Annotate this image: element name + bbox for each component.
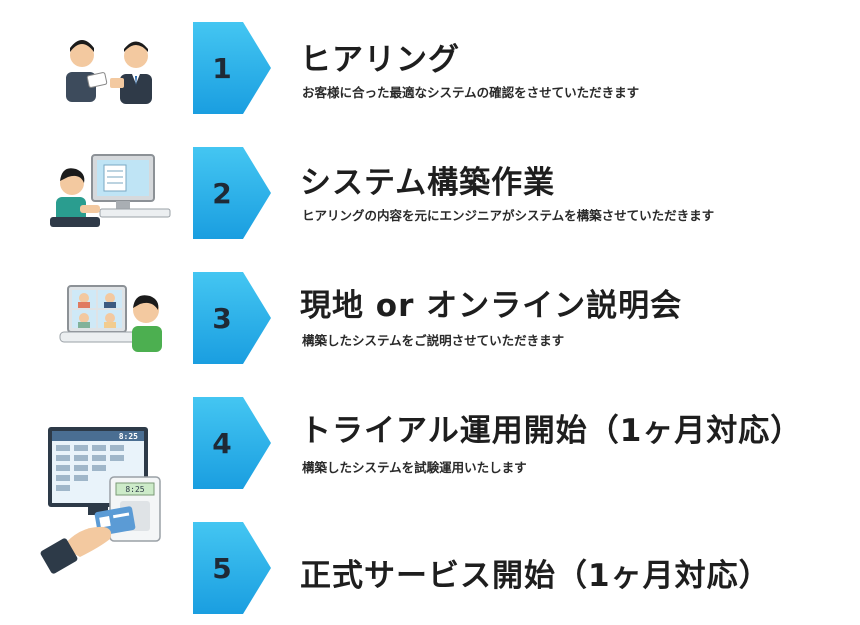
step-description: 構築したシステムをご説明させていただきます xyxy=(302,333,565,348)
step-number-badge: 2 xyxy=(193,147,271,239)
step-number: 1 xyxy=(212,51,232,85)
business-meeting-illustration xyxy=(40,22,180,114)
step-title: トライアル運用開始（1ヶ月対応） xyxy=(300,413,803,449)
step-number-badge: 1 xyxy=(193,22,271,114)
step-number: 4 xyxy=(212,426,232,460)
step-number: 3 xyxy=(212,301,232,335)
step-title: システム構築作業 xyxy=(300,165,556,201)
timecard-system-illustration: 8:25 8:25 xyxy=(40,397,190,577)
online-meeting-illustration xyxy=(40,272,180,364)
step-4: 8:25 8:25 4 トライアル運用開始 xyxy=(0,397,860,574)
step-number: 2 xyxy=(212,176,232,210)
computer-work-illustration xyxy=(40,147,180,239)
step-title: 現地 or オンライン説明会 xyxy=(300,288,683,324)
step-title: ヒアリング xyxy=(300,42,460,78)
step-description: お客様に合った最適なシステムの確認をさせていただきます xyxy=(302,85,640,100)
step-description: ヒアリングの内容を元にエンジニアがシステムを構築させていただきます xyxy=(302,208,715,223)
step-1: 1 ヒアリング お客様に合った最適なシステムの確認をさせていただきます xyxy=(0,22,860,114)
step-2: 2 システム構築作業 ヒアリングの内容を元にエンジニアがシステムを構築させていた… xyxy=(0,147,860,239)
step-number: 5 xyxy=(212,551,232,585)
step-title: 正式サービス開始（1ヶ月対応） xyxy=(300,558,771,594)
step-description: 構築したシステムを試験運用いたします xyxy=(302,460,527,475)
step-number-badge: 4 xyxy=(193,397,271,489)
reader-clock-readout: 8:25 xyxy=(125,485,144,494)
step-5: 5 正式サービス開始（1ヶ月対応） xyxy=(0,522,860,614)
step-3: 3 現地 or オンライン説明会 構築したシステムをご説明させていただきます xyxy=(0,272,860,364)
monitor-clock-readout: 8:25 xyxy=(119,432,138,441)
step-number-badge: 5 xyxy=(193,522,271,614)
step-number-badge: 3 xyxy=(193,272,271,364)
